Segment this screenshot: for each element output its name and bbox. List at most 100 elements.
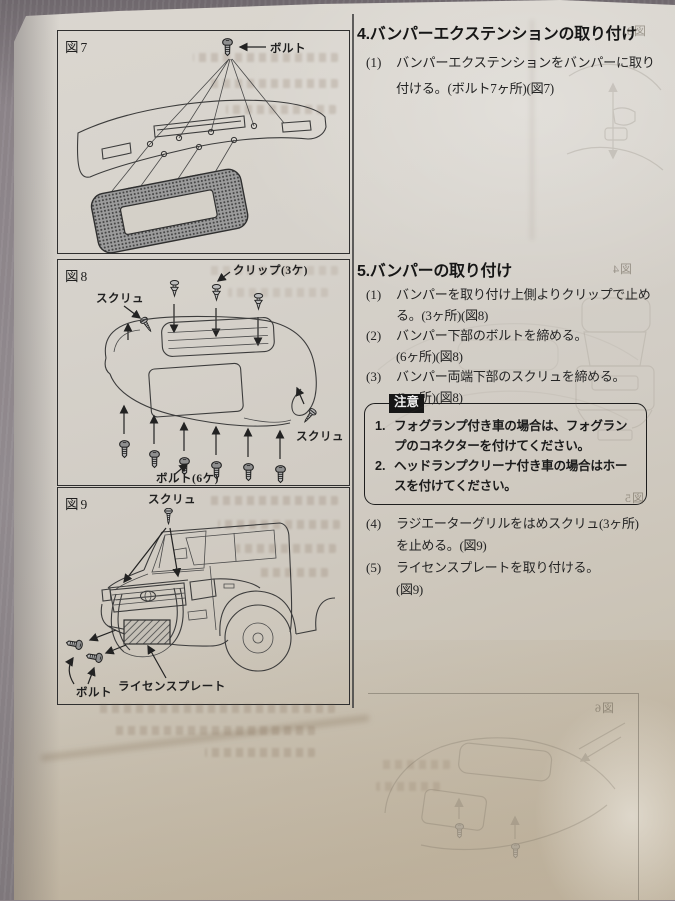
bleedthrough-figure-label: 図3 <box>626 24 647 38</box>
bumper-drawing <box>104 315 317 427</box>
fig8-screw-left-label: スクリュ <box>96 292 144 305</box>
bleedthrough-figure-label: 図5 <box>624 491 645 505</box>
suv-drawing <box>100 522 336 672</box>
figure-7-panel: 図7 ボルト <box>57 30 350 254</box>
bleedthrough-sketch <box>565 50 665 240</box>
section-5-heading: 5.バンパーの取り付け <box>357 263 512 280</box>
paper-sheen <box>520 690 675 900</box>
bleedthrough-sketch <box>368 300 648 490</box>
instruction-item: (1) バンパーエクステンションをバンパーに取り 付ける。(ボルト7ヶ所)(図7… <box>366 50 660 102</box>
screw-callout-right: スクリュ <box>295 386 344 443</box>
bolt-arrow <box>88 629 117 642</box>
bolt-callout: ボルト(6ケ) <box>119 404 286 485</box>
clip-arrows <box>169 304 263 347</box>
bumper-extension-drawing <box>90 168 249 254</box>
bumper-drawing <box>76 99 327 178</box>
bolt-callout: ボルト <box>65 629 127 699</box>
fig9-screw-label: スクリュ <box>148 493 196 506</box>
figure-7-label: 図7 <box>65 40 90 55</box>
item-text: バンパーを取り付け上側よりクリップで止め る。(3ヶ所)(図8) <box>396 287 651 323</box>
item-text: フォグランプ付き車の場合は、フォグラン プのコネクターを付けてください。 <box>394 419 628 453</box>
item-number: (3) <box>366 369 382 384</box>
bolt-icon <box>243 463 254 482</box>
item-number: (5) <box>366 560 382 575</box>
screw-label-arrow <box>295 386 305 405</box>
figure-9-panel: 図9 <box>57 487 350 705</box>
bolt-icon <box>149 450 160 469</box>
item-number: 2. <box>375 459 386 473</box>
section-4-heading: 4.バンパーエクステンションの取り付け <box>357 26 637 43</box>
item-text: ライセンスプレートを取り付ける。 (図9) <box>396 560 599 597</box>
plate-arrow <box>147 644 167 679</box>
bleedthrough-sketch <box>568 280 662 490</box>
item-number: (1) <box>366 55 382 70</box>
screw-icon <box>164 508 173 525</box>
bolt-icon <box>275 465 286 484</box>
screw-icon <box>301 406 318 425</box>
figure-8-label: 図8 <box>65 269 90 284</box>
item-number: (4) <box>366 516 382 531</box>
bleedthrough-sketch <box>375 705 633 895</box>
caution-items: 1. フォグランプ付き車の場合は、フォグラン プのコネクターを付けてください。 … <box>365 404 646 496</box>
license-plate <box>123 619 171 645</box>
license-plate-callout: ライセンスプレート <box>118 644 226 693</box>
bleedthrough-text <box>115 726 315 735</box>
item-text: バンパーエクステンションをバンパーに取り 付ける。(ボルト7ヶ所)(図7) <box>396 55 655 96</box>
front-wheel <box>224 604 292 672</box>
figure-8-panel: 図8 クリップ(3ケ) スクリュ <box>57 259 350 486</box>
item-number: (2) <box>366 328 382 343</box>
caution-label: 注意 <box>389 394 425 413</box>
bolt-arrows <box>119 404 285 459</box>
item-text: ラジエーターグリルをはめスクリュ(3ヶ所) を止める。(図9) <box>396 516 639 553</box>
bleedthrough-text <box>95 704 335 713</box>
bleedthrough-text <box>376 782 440 791</box>
section-5-items-continued: (4) ラジエーターグリルをはめスクリュ(3ヶ所) を止める。(図9) (5) … <box>366 513 660 601</box>
figure-7-drawing: ボルト <box>76 38 327 254</box>
item-text: ヘッドランプクリーナ付き車の場合はホー スを付けてください。 <box>394 459 628 493</box>
bolt-icon <box>85 650 104 664</box>
caution-item: 1. フォグランプ付き車の場合は、フォグラン プのコネクターを付けてください。 <box>375 416 642 456</box>
instruction-item: (4) ラジエーターグリルをはめスクリュ(3ヶ所) を止める。(図9) <box>366 513 660 557</box>
bolt-icon <box>65 637 84 651</box>
screw-arrow <box>169 527 182 578</box>
instruction-item: (5) ライセンスプレートを取り付ける。 (図9) <box>366 557 660 601</box>
caution-box: 注意 1. フォグランプ付き車の場合は、フォグラン プのコネクターを付けてくださ… <box>364 394 647 505</box>
bleedthrough-text <box>380 760 450 769</box>
clip-callout: クリップ(3ケ) <box>169 263 308 347</box>
instruction-item: (2) バンパー下部のボルトを締める。 (6ヶ所)(図8) <box>366 326 660 367</box>
figure-9-drawing: スクリュ ライセンスプレート ボルト <box>65 493 336 699</box>
screw-label-arrow <box>123 305 142 319</box>
caution-item: 2. ヘッドランプクリーナ付き車の場合はホー スを付けてください。 <box>375 456 642 496</box>
bolt-label-arrow <box>173 463 189 476</box>
bolt-icon <box>222 38 233 57</box>
figure-9-label: 図9 <box>65 497 90 512</box>
fig7-bolt-label: ボルト <box>270 41 306 55</box>
clip-icon <box>211 284 222 301</box>
clip-icon <box>169 280 180 297</box>
section-4-items: (1) バンパーエクステンションをバンパーに取り 付ける。(ボルト7ヶ所)(図7… <box>366 50 660 102</box>
bolt-icon <box>119 440 130 459</box>
bleedthrough-text <box>205 748 315 757</box>
bleedthrough-figure-label: 図4 <box>612 262 633 276</box>
clip-icon <box>253 293 264 310</box>
fig8-clip-label: クリップ(3ケ) <box>233 263 308 277</box>
instruction-item: (1) バンパーを取り付け上側よりクリップで止め る。(3ヶ所)(図8) <box>366 285 660 326</box>
fig9-plate-label: ライセンスプレート <box>118 679 226 693</box>
item-number: (1) <box>366 287 382 302</box>
column-divider-rule <box>352 14 354 708</box>
clip-label-arrow <box>216 271 231 282</box>
bolt-callout: ボルト <box>222 38 306 57</box>
figure-8-drawing: クリップ(3ケ) スクリュ <box>96 263 344 485</box>
fig9-bolt-label: ボルト <box>76 685 112 699</box>
paper-edge-shadow <box>14 0 60 900</box>
fig8-bolt-label: ボルト(6ケ) <box>156 471 219 485</box>
screw-callout: スクリュ <box>123 493 196 584</box>
screw-callout-left: スクリュ <box>96 292 155 340</box>
leader-lines <box>111 58 285 202</box>
screw-arrow <box>123 527 167 584</box>
paper-crease <box>530 20 534 240</box>
fig8-screw-right-label: スクリュ <box>296 430 344 443</box>
item-number: 1. <box>375 419 386 433</box>
item-text: バンパー下部のボルトを締める。 (6ヶ所)(図8) <box>396 328 588 364</box>
